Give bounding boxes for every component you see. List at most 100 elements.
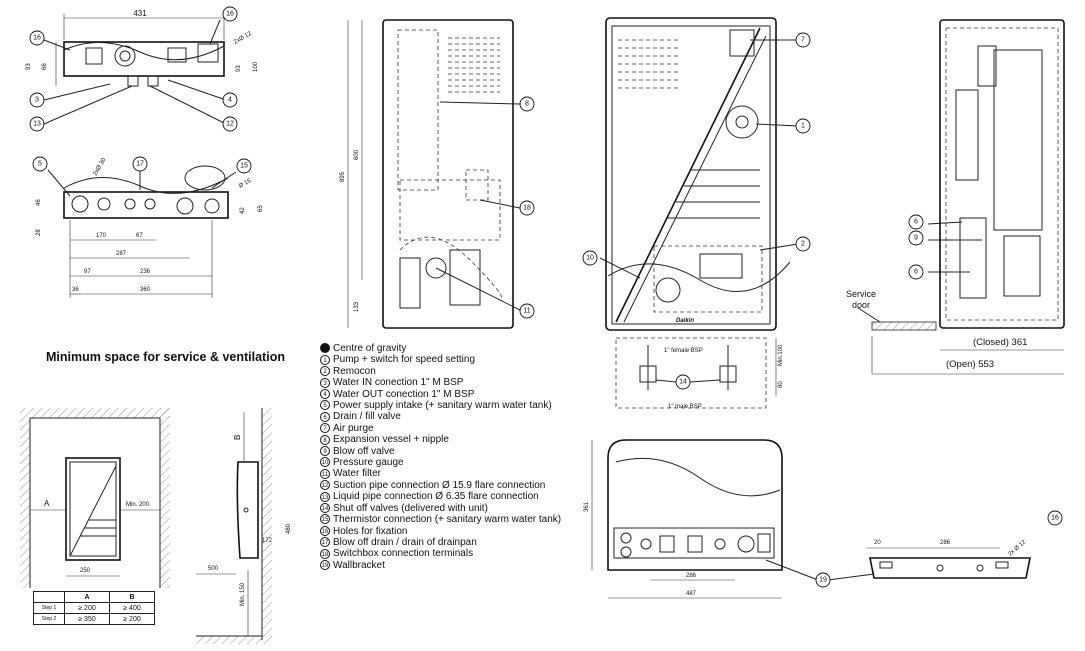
front-pipe-view: Daikin 1" female BSP 1" male BSP Min.100…	[599, 17, 799, 410]
svg-text:16: 16	[226, 11, 234, 18]
svg-text:2x Ø 12: 2x Ø 12	[1007, 539, 1027, 558]
svg-text:42: 42	[240, 207, 246, 214]
svg-text:12: 12	[226, 121, 234, 128]
table-header-row: A B	[33, 591, 155, 603]
bottom-front-view: 361 286 487 20 286 2x Ø 12	[584, 439, 1031, 599]
callouts: 16 16 3 13 4 12 5 17 15 8 18 11 7 1 2 10…	[29, 6, 1063, 588]
callout-8: 8	[519, 96, 535, 112]
svg-text:236: 236	[140, 269, 151, 275]
svg-text:Ø 16: Ø 16	[238, 178, 253, 190]
svg-text:65: 65	[258, 205, 264, 212]
table-row: Step 2 ≥ 350 ≥ 200	[33, 613, 155, 625]
svg-text:361: 361	[584, 501, 590, 512]
svg-text:66: 66	[42, 63, 48, 70]
svg-text:46: 46	[36, 199, 42, 206]
closed-dimension: (Closed) 361	[973, 337, 1028, 348]
callout-17: 17	[132, 156, 148, 172]
svg-text:Min.100: Min.100	[778, 344, 784, 366]
service-door-label: Service door	[846, 289, 877, 310]
svg-text:100: 100	[253, 61, 259, 72]
svg-text:7: 7	[801, 37, 805, 44]
callout-3: 3	[29, 92, 45, 108]
dim-431: 431	[133, 9, 147, 18]
callout-15: 15	[236, 158, 252, 174]
svg-text:600: 600	[354, 149, 360, 160]
svg-text:170: 170	[96, 233, 107, 239]
svg-text:1" female BSP: 1" female BSP	[664, 348, 703, 354]
side-view	[857, 19, 1065, 375]
svg-text:13: 13	[33, 121, 41, 128]
svg-text:286: 286	[686, 573, 697, 579]
svg-text:5: 5	[38, 161, 42, 168]
svg-text:172: 172	[262, 538, 273, 544]
callout-2: 2	[795, 236, 811, 252]
svg-text:500: 500	[208, 566, 219, 572]
svg-text:16: 16	[33, 35, 41, 42]
callout-19: 19	[815, 572, 831, 588]
svg-text:18: 18	[523, 205, 531, 212]
callout-18: 18	[519, 200, 535, 216]
min-space-front: A Min. 200 250	[20, 408, 170, 588]
callout-9: 9	[908, 230, 924, 246]
legend-item: Centre of gravity	[320, 343, 561, 354]
svg-text:Daikin: Daikin	[676, 318, 694, 324]
callout-7: 7	[795, 32, 811, 48]
svg-text:286: 286	[940, 540, 951, 546]
svg-text:28: 28	[36, 229, 42, 236]
svg-text:2xØ 30: 2xØ 30	[93, 157, 108, 177]
svg-text:360: 360	[140, 287, 151, 293]
callout-14: 14	[675, 374, 691, 390]
svg-text:16: 16	[1051, 515, 1059, 522]
svg-text:1" male BSP: 1" male BSP	[668, 404, 702, 410]
svg-text:4: 4	[228, 97, 232, 104]
svg-text:9: 9	[914, 235, 918, 242]
min-space-side: B 172 480 500 Min. 150	[196, 408, 292, 644]
svg-text:97: 97	[84, 269, 91, 275]
svg-text:895: 895	[340, 171, 346, 182]
svg-text:15: 15	[240, 163, 248, 170]
svg-text:6: 6	[914, 219, 918, 226]
centre-gravity-icon	[320, 343, 330, 354]
svg-text:93: 93	[26, 63, 32, 70]
min-space-title: Minimum space for service & ventilation	[46, 350, 285, 364]
bottom-connection-view: 2xØ 30 Ø 16 46 28 42 65 170 67 287 97 23…	[36, 157, 264, 298]
svg-text:480: 480	[286, 523, 292, 534]
callout-13: 13	[29, 116, 45, 132]
svg-text:3: 3	[35, 97, 39, 104]
callout-16b: 16	[29, 30, 45, 46]
svg-text:8: 8	[525, 101, 529, 108]
callout-16a: 16	[222, 6, 238, 22]
callout-11: 11	[519, 303, 535, 319]
svg-text:2: 2	[801, 241, 805, 248]
svg-text:6: 6	[914, 269, 918, 276]
top-plan-view: 431 93 66 93 100 2xØ 12	[26, 9, 259, 125]
svg-text:19: 19	[819, 577, 827, 584]
svg-text:Min. 200: Min. 200	[126, 502, 150, 508]
callout-5: 5	[32, 156, 48, 172]
callout-10: 10	[582, 250, 598, 266]
svg-text:17: 17	[136, 161, 144, 168]
svg-text:1: 1	[801, 123, 805, 130]
svg-text:B: B	[233, 435, 242, 440]
callout-1: 1	[795, 118, 811, 134]
svg-text:133: 133	[354, 301, 360, 312]
space-table: A B Step 1 ≥ 200 ≥ 400 Step 2 ≥ 350 ≥ 20…	[33, 591, 155, 625]
svg-text:487: 487	[686, 591, 697, 597]
